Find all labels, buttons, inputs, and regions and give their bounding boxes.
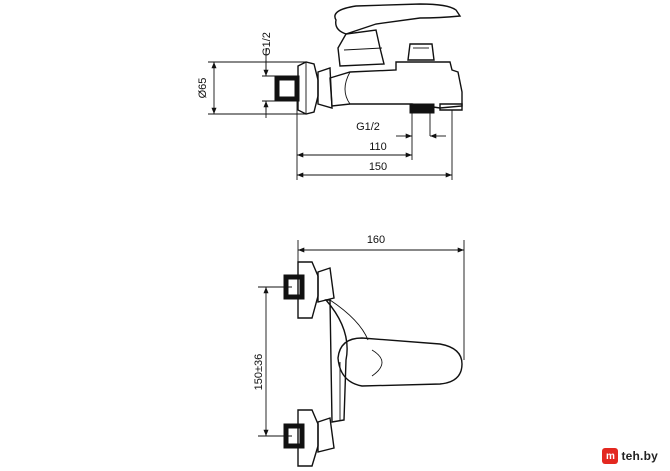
mixer-body-front (324, 299, 348, 423)
dim-outlet-thread-label: G1/2 (356, 121, 380, 133)
site-watermark: m teh.by (600, 445, 662, 467)
front-view: 160 150±36 (253, 234, 465, 467)
lever-handle (334, 3, 462, 35)
union-nut (317, 67, 333, 109)
lower-union-nut (317, 417, 335, 453)
dim-inlet-thread-label: G1/2 (261, 32, 273, 56)
dim-inlet-to-outlet-label: 110 (369, 141, 387, 153)
side-view: G1/2 Ø65 G1/2 110 150 (197, 3, 463, 180)
mixer-body (329, 61, 463, 109)
diverter-knob (407, 43, 435, 61)
lever-handle-front (337, 337, 463, 387)
hose-outlet-thread (409, 103, 435, 114)
upper-union-nut (317, 267, 335, 303)
dim-overall-width-label: 160 (367, 234, 385, 246)
dim-inlet-spacing-label: 150±36 (253, 354, 265, 391)
site-logo-icon: m (602, 448, 619, 464)
dim-total-reach-label: 150 (369, 161, 387, 173)
site-watermark-text: teh.by (621, 449, 658, 463)
dim-flange-diameter-label: Ø65 (197, 78, 209, 99)
spout-outlet (439, 103, 463, 111)
wall-flange (297, 61, 319, 115)
